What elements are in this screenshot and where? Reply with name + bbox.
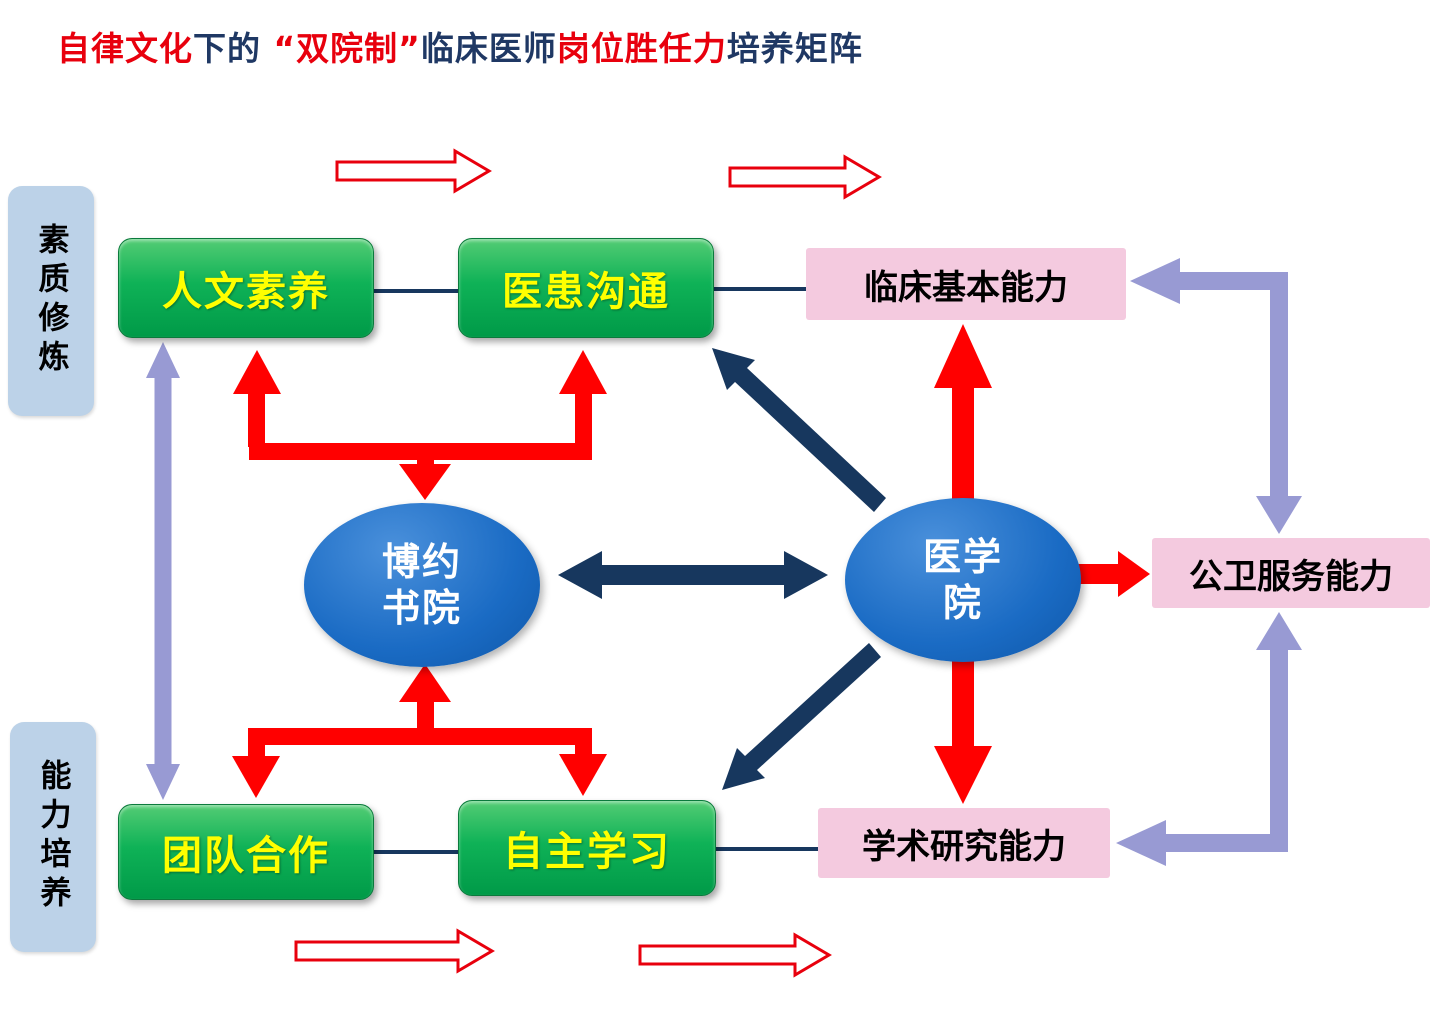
title-segment-4: 临床医师 bbox=[420, 29, 557, 68]
node-humanity: 人文素养 bbox=[118, 238, 374, 338]
node-medical-school: 医学 院 bbox=[845, 498, 1081, 662]
title-segment-6: 培养矩阵 bbox=[726, 29, 863, 68]
medical-school-line1: 医学 bbox=[922, 534, 1003, 579]
diagram-title: 自律文化下的 “双院制”临床医师岗位胜任力培养矩阵 bbox=[57, 22, 863, 70]
node-public-health-service-ability: 公卫服务能力 bbox=[1152, 538, 1430, 608]
node-teamwork: 团队合作 bbox=[118, 804, 374, 900]
title-segment-1: 自律文化 bbox=[57, 29, 193, 68]
navy-diagonal-arrow-up bbox=[712, 348, 886, 512]
navy-double-arrow-colleges bbox=[558, 551, 828, 599]
outline-arrow-top-left bbox=[335, 148, 492, 194]
node-clinical-basic-ability: 临床基本能力 bbox=[806, 248, 1126, 320]
red-arrow-medical-to-public bbox=[1078, 551, 1150, 597]
red-branch-boyue-down bbox=[232, 664, 607, 798]
title-segment-2: 下的 bbox=[193, 29, 261, 68]
boyue-college-line2: 书院 bbox=[381, 586, 462, 630]
navy-diagonal-arrow-down bbox=[722, 643, 881, 790]
red-arrow-medical-to-clinical bbox=[934, 324, 992, 504]
title-segment-5: 岗位胜任力 bbox=[556, 29, 727, 68]
outline-arrow-bottom-right bbox=[638, 932, 832, 978]
node-academic-research-ability: 学术研究能力 bbox=[818, 808, 1110, 878]
title-segment-3: “双院制” bbox=[261, 29, 421, 68]
outline-arrow-bottom-left bbox=[294, 928, 495, 974]
red-arrow-medical-to-academic bbox=[934, 654, 992, 804]
red-branch-boyue-up bbox=[233, 350, 607, 500]
purple-bracket-right bbox=[1116, 258, 1302, 866]
boyue-college-line1: 博约 bbox=[381, 539, 462, 584]
node-doctor-patient-communication: 医患沟通 bbox=[458, 238, 714, 338]
side-label-quality: 素质修炼 bbox=[8, 186, 94, 416]
purple-double-arrow-left bbox=[146, 342, 180, 800]
outline-arrow-top-right bbox=[728, 154, 882, 200]
medical-school-line2: 院 bbox=[942, 581, 983, 625]
node-boyue-college: 博约 书院 bbox=[304, 503, 540, 667]
node-self-learning: 自主学习 bbox=[458, 800, 716, 896]
side-label-ability: 能力培养 bbox=[10, 722, 96, 952]
